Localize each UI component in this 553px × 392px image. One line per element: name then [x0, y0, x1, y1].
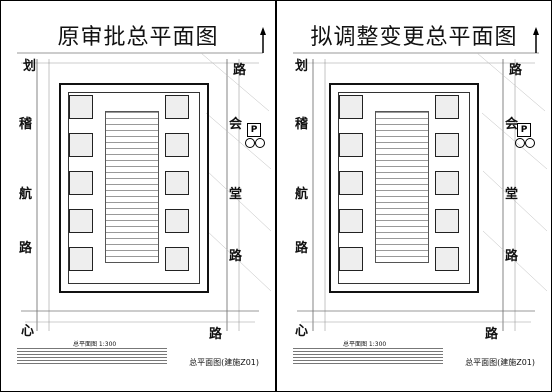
- road-label: 路: [229, 249, 243, 264]
- building-block: [435, 95, 459, 119]
- building-block: [435, 209, 459, 233]
- right-road-lines: [293, 52, 548, 331]
- road-label: 心: [21, 324, 35, 339]
- north-arrow-icon: [533, 27, 539, 53]
- road-label: 划: [295, 59, 309, 74]
- building-block: [69, 133, 93, 157]
- left-road-lines: [17, 52, 272, 331]
- building-block: [165, 171, 189, 195]
- plan-title-left: 原审批总平面图: [57, 25, 219, 50]
- road-label: 稽: [295, 117, 309, 132]
- building-block: [69, 171, 93, 195]
- sheet-label-right: 总平面图(建施Z01): [465, 358, 535, 367]
- building-block: [339, 247, 363, 271]
- caption: 总平面图 1:300: [73, 341, 117, 348]
- symbol-icon: [525, 138, 535, 148]
- building-block: [339, 133, 363, 157]
- building-block: [339, 209, 363, 233]
- road-label: 路: [485, 327, 499, 342]
- symbol-icon: [245, 138, 255, 148]
- site-inner-boundary: [68, 92, 200, 284]
- building-block: [165, 209, 189, 233]
- road-label: 路: [19, 241, 33, 256]
- road-label: 航: [19, 187, 33, 202]
- notes-block: [17, 346, 167, 386]
- building-block: [339, 95, 363, 119]
- road-label: 路: [505, 249, 519, 264]
- building-block: [339, 171, 363, 195]
- central-plaza: [105, 111, 159, 263]
- site-inner-boundary: [338, 92, 470, 284]
- road-label: 会: [505, 117, 519, 132]
- right-plan-panel: 拟调整变更总平面图 划 稽 航 路 路 会 堂 路 心 路 P 总平面图 1:3…: [276, 0, 552, 392]
- road-label: 划: [23, 59, 37, 74]
- road-label: 堂: [229, 187, 243, 202]
- site-boundary: [59, 83, 209, 293]
- road-label: 路: [509, 63, 523, 78]
- notes-block: [293, 346, 443, 386]
- sheet-label-left: 总平面图(建施Z01): [189, 358, 259, 367]
- left-plan-panel: 原审批总平面图 划 稽 航 路 路 会 堂 路 心 路 P 总平面图 1:300…: [0, 0, 276, 392]
- road-label: 路: [233, 63, 247, 78]
- parking-icon: P: [517, 123, 531, 137]
- building-block: [165, 133, 189, 157]
- site-boundary: [329, 83, 479, 293]
- road-label: 航: [295, 187, 309, 202]
- road-label: 稽: [19, 117, 33, 132]
- road-label: 路: [295, 241, 309, 256]
- caption: 总平面图 1:300: [343, 341, 387, 348]
- building-block: [69, 247, 93, 271]
- building-block: [69, 95, 93, 119]
- central-plaza: [375, 111, 429, 263]
- north-arrow-icon: [260, 27, 266, 53]
- symbol-icon: [255, 138, 265, 148]
- building-block: [435, 133, 459, 157]
- road-label: 心: [295, 324, 309, 339]
- building-block: [435, 171, 459, 195]
- symbol-icon: [515, 138, 525, 148]
- building-block: [165, 95, 189, 119]
- building-block: [69, 209, 93, 233]
- building-block: [435, 247, 459, 271]
- building-block: [165, 247, 189, 271]
- road-label: 堂: [505, 187, 519, 202]
- road-label: 会: [229, 117, 243, 132]
- parking-icon: P: [247, 123, 261, 137]
- road-label: 路: [209, 327, 223, 342]
- plan-title-right: 拟调整变更总平面图: [310, 25, 518, 50]
